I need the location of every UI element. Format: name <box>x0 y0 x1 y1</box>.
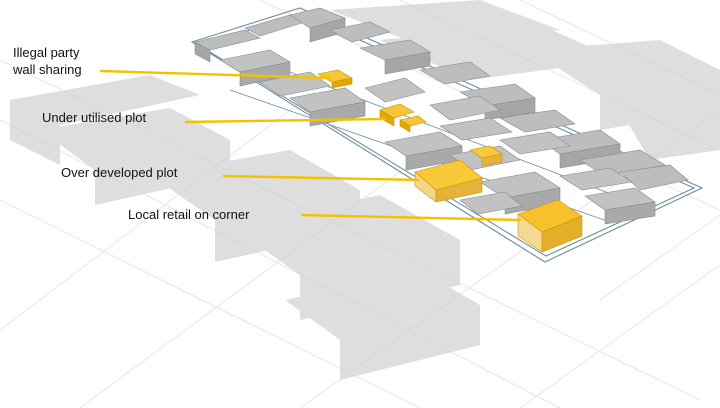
label-line: Local retail on corner <box>128 207 250 222</box>
label-line: Illegal party <box>13 45 80 60</box>
leader-line-illegal-party-wall <box>99 69 332 80</box>
label-under-utilised-plot: Under utilised plot <box>42 109 146 126</box>
highlight-illegal-party-wall <box>317 69 353 89</box>
label-local-retail-corner: Local retail on corner <box>128 206 249 223</box>
leader-line-over-developed-plot <box>222 174 420 182</box>
label-over-developed-plot: Over developed plot <box>61 164 177 181</box>
context-blocks <box>10 0 720 380</box>
leader-line-under-utilised-plot <box>184 117 387 124</box>
leader-line-local-retail-corner <box>300 213 522 222</box>
highlight-buildings <box>317 69 583 253</box>
highlight-under-utilised-plot <box>379 103 427 133</box>
label-line: Under utilised plot <box>42 110 147 125</box>
label-line: Over developed plot <box>61 165 178 180</box>
label-illegal-party-wall: Illegal party wall sharing <box>13 44 82 78</box>
focus-block-buildings <box>194 7 689 225</box>
highlight-over-developed-plot <box>414 145 503 203</box>
label-line: wall sharing <box>13 62 82 77</box>
leader-lines <box>99 69 522 222</box>
highlight-local-retail-corner <box>517 199 583 253</box>
